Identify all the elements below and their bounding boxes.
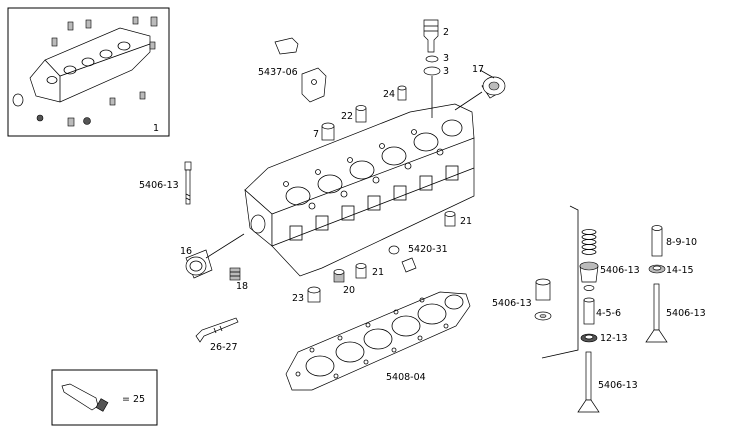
valve-seat-part: 12-13 (580, 333, 628, 344)
ring-part: 17 (454, 64, 506, 111)
cylinder-head (244, 103, 475, 277)
bracket-label: 5437-06 (258, 67, 298, 78)
spring-guide-part: 8-9-10 (651, 225, 697, 257)
plug-part: 2 (423, 19, 449, 53)
cap-21a: 21 (444, 211, 472, 227)
exhaust-valve-part: 5406-13 (645, 283, 706, 343)
plug-label: 2 (443, 27, 449, 38)
ring-label: 17 (472, 64, 484, 75)
inset-ref-label: 1 (153, 123, 159, 134)
plug-16: 16 (180, 233, 245, 279)
plug16-label: 16 (180, 246, 192, 257)
plug-18: 18 (229, 267, 248, 292)
cap-23: 23 (292, 286, 321, 304)
head-gasket: 5408-04 (285, 291, 471, 391)
seat-label: 12-13 (600, 333, 628, 344)
valve-guide-part: 4-5-6 (583, 285, 621, 325)
inlet-valve-part: 5406-13 (577, 351, 638, 413)
cap24-label: 24 (383, 89, 395, 100)
bolt-label: 26-27 (210, 342, 238, 353)
plug18-label: 18 (236, 281, 248, 292)
spring-label: 8-9-10 (666, 237, 697, 248)
valve-ex-label: 5406-13 (666, 308, 706, 319)
stud-label: 5406-13 (139, 180, 179, 191)
cap-7: 7 (313, 122, 335, 141)
valve-spring-part: 5406-13 (579, 229, 640, 283)
cap20-label: 20 (343, 285, 355, 296)
cap21a-label: 21 (460, 216, 472, 227)
valve-cap-label: 5406-13 (492, 298, 532, 309)
cap7-label: 7 (313, 129, 319, 140)
washer-part: 3 3 (423, 53, 449, 77)
inset-overview: 1 (7, 7, 170, 137)
cap22-label: 22 (341, 111, 353, 122)
valve-in-label: 5406-13 (598, 380, 638, 391)
bolt-part: 26-27 (195, 317, 239, 353)
sealant-inset: = 25 (51, 369, 158, 426)
valve-cap-part: 5406-13 (492, 278, 552, 321)
washer-a-label: 3 (443, 53, 449, 64)
guide-label: 4-5-6 (596, 308, 621, 319)
cap-22: 22 (341, 105, 367, 123)
cap21b-label: 21 (372, 267, 384, 278)
washer-b-label: 3 (443, 66, 449, 77)
clip-part: 5420-31 (388, 244, 448, 273)
tube-label: = 25 (122, 394, 145, 405)
cap-21b: 21 (355, 263, 384, 279)
clip-label: 5420-31 (408, 244, 448, 255)
retainer-a-label: 5406-13 (600, 265, 640, 276)
stud-part: 5406-13 (139, 161, 192, 205)
retainer-b-label: 14-15 (666, 265, 694, 276)
cap-20: 20 (333, 269, 355, 296)
bracket-part: 5437-06 (258, 37, 327, 103)
gasket-label: 5408-04 (386, 372, 426, 383)
cap23-label: 23 (292, 293, 304, 304)
cap-24: 24 (383, 85, 407, 101)
spring-retainer-part: 14-15 (648, 264, 694, 276)
